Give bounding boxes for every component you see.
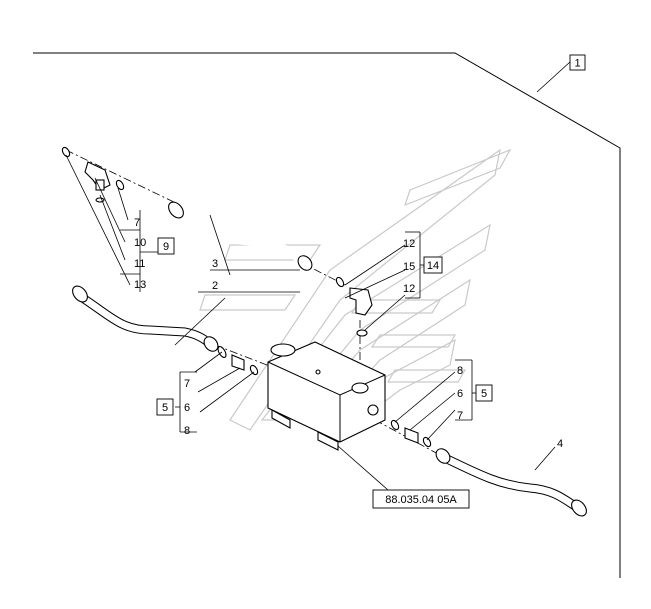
callout-1-label: 1 — [574, 58, 580, 70]
tube-2 — [72, 285, 219, 352]
callout-14-label: 14 — [427, 260, 439, 272]
callout-7-top-label: 7 — [134, 217, 140, 229]
left-port-fittings — [217, 346, 259, 376]
callout-box-9: 9 — [157, 237, 175, 255]
callout-9-label: 9 — [163, 241, 169, 253]
callout-box-14: 14 — [423, 256, 443, 274]
callout-5-left-label: 5 — [162, 402, 168, 414]
callout-3-label: 3 — [212, 258, 218, 270]
tube-4 — [435, 448, 587, 517]
callout-7-left-label: 7 — [184, 378, 190, 390]
callout-2-label: 2 — [212, 280, 218, 292]
callout-4-label: 4 — [557, 438, 563, 450]
callout-12-top-label: 12 — [403, 238, 415, 250]
right-port-fittings — [390, 419, 432, 448]
callout-13-label: 13 — [134, 279, 146, 291]
callout-11-label: 11 — [134, 258, 145, 270]
callout-15-label: 15 — [403, 261, 415, 273]
reference-code-box: 88.035.04 05A — [372, 489, 470, 509]
callout-6-left-label: 6 — [184, 402, 190, 414]
callout-box-5-right: 5 — [475, 384, 493, 402]
callout-box-5-left: 5 — [156, 398, 174, 416]
valve-block — [267, 341, 386, 451]
callout-12-bottom-label: 12 — [403, 283, 415, 295]
callout-10-label: 10 — [134, 237, 146, 249]
assembly-boundary-line — [33, 52, 621, 578]
tube-3 — [168, 201, 313, 271]
callout-8-right-label: 8 — [457, 365, 463, 377]
reference-code-label: 88.035.04 05A — [385, 494, 457, 506]
elbow-fitting-group — [335, 276, 373, 337]
callout-5-right-label: 5 — [481, 388, 487, 400]
callout-7-right-label: 7 — [457, 410, 463, 422]
callout-box-1: 1 — [569, 54, 586, 71]
leader-lines — [65, 61, 571, 491]
callout-8-left-label: 8 — [184, 425, 190, 437]
callout-6-right-label: 6 — [457, 388, 463, 400]
